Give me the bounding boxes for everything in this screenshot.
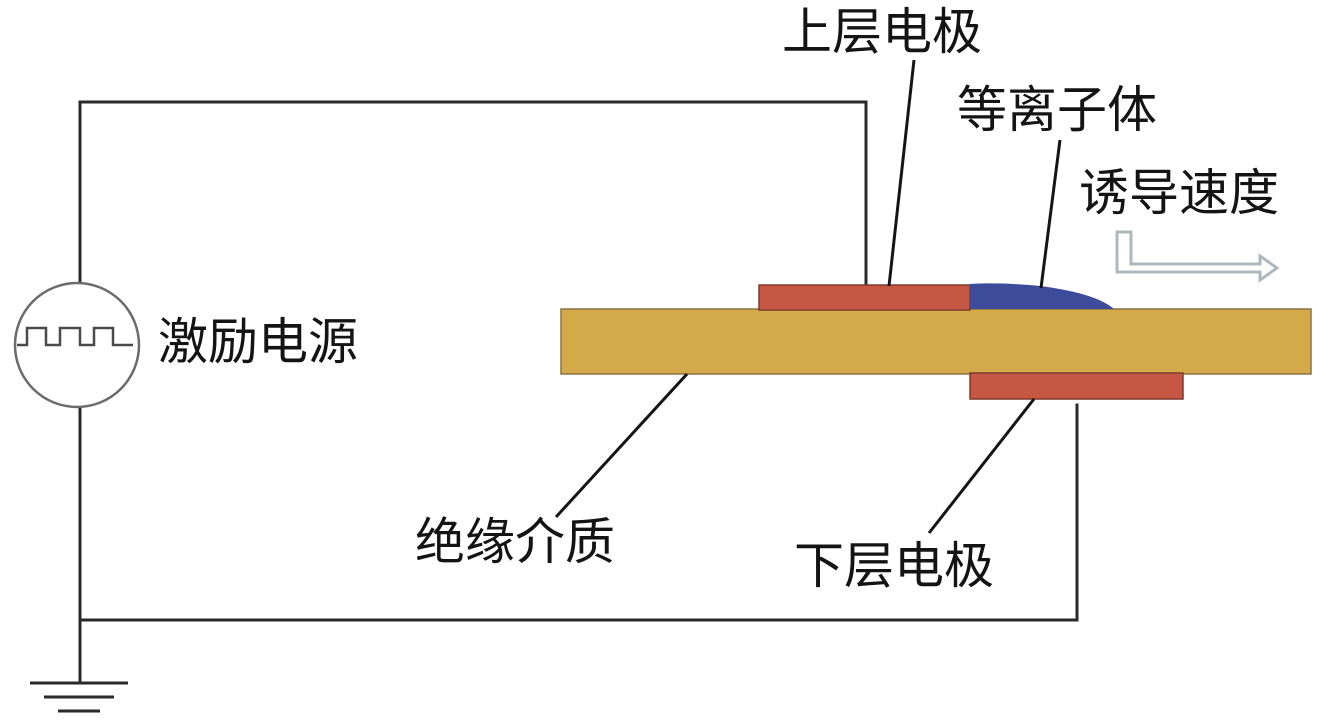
dielectric-label: 绝缘介质 [415,513,615,571]
circuit-wires [78,100,1079,682]
ground-icon [30,681,128,713]
top-wire [78,100,868,289]
plasma-region [970,283,1114,309]
plasma-leader [1039,139,1062,289]
dielectric-leader [554,372,689,519]
induced-velocity-label: 诱导速度 [1079,164,1279,222]
lower-electrode-label: 下层电极 [794,537,994,595]
bottom-wire [78,403,1079,622]
lower-electrode [969,372,1184,400]
plasma-label: 等离子体 [957,81,1157,139]
upper-electrode-label: 上层电极 [782,3,982,61]
dielectric-layer [560,308,1312,375]
upper-electrode [758,284,971,311]
induced-flow-arrow-icon [1115,230,1280,283]
lower-electrode-leader [927,398,1036,534]
upper-electrode-leader [887,59,916,287]
square-wave-source-icon [13,281,141,409]
power-source-label: 激励电源 [158,313,358,371]
